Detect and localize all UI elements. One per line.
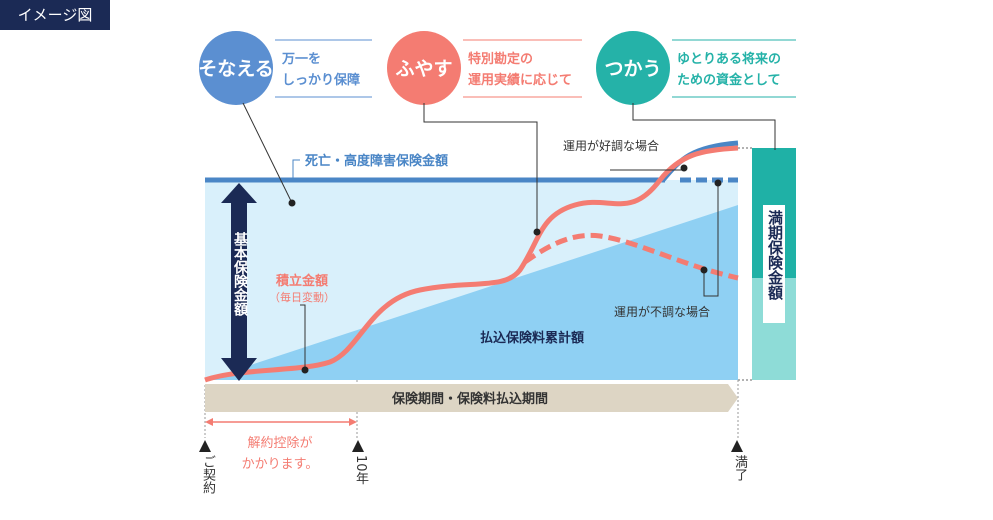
leader-reserve-dot xyxy=(301,366,309,374)
leader-reserve xyxy=(300,304,306,372)
reserve-label: 積立金額 xyxy=(275,273,328,289)
leader-good-dot xyxy=(680,164,688,172)
leader-sonaeru xyxy=(242,102,293,204)
reserve-note: （毎日変動） xyxy=(269,290,335,304)
timeline-marker-10y xyxy=(352,440,364,452)
pillar-circle-fuyasu xyxy=(387,31,461,105)
leader-poor xyxy=(703,183,719,297)
timeline-10y: 10年 xyxy=(353,455,368,485)
pillar-desc-2a: 特別勘定の xyxy=(468,51,533,67)
timeline-marker-contract xyxy=(199,440,211,452)
maturity-label-box xyxy=(763,205,785,323)
premium-total-label: 払込保険料累計額 xyxy=(480,330,584,346)
image-tag: イメージ図 xyxy=(0,0,110,30)
pillar-desc-1b: しっかり保障 xyxy=(282,72,360,88)
pillar-desc-3b: ための資金として xyxy=(677,72,781,88)
pillar-circle-sonaeru xyxy=(199,31,273,105)
basic-amount-arrow-bottom xyxy=(221,358,257,381)
period-bar xyxy=(205,384,738,412)
reserve-line-poor xyxy=(523,232,739,281)
reserve-line-good xyxy=(204,145,739,383)
leader-poor-dot-b xyxy=(700,266,708,274)
basic-amount-arrow-body xyxy=(231,200,247,360)
leader-poor-dot-a xyxy=(714,179,722,187)
timeline-marker-end xyxy=(731,440,743,452)
pillar-title-fuyasu: ふやす xyxy=(395,58,452,80)
premium-area xyxy=(205,205,738,380)
good-label: 運用が好調な場合 xyxy=(563,138,659,153)
poor-label: 運用が不調な場合 xyxy=(614,304,710,319)
basic-amount-arrow-top xyxy=(221,183,257,203)
surrender-label-1: 解約控除が xyxy=(247,436,312,451)
surrender-arrow-left xyxy=(205,418,213,426)
pillar-circle-tsukau xyxy=(596,31,670,105)
timeline-contract: ご契約 xyxy=(200,455,215,494)
pillar-title-tsukau: つかう xyxy=(604,58,661,80)
leader-sonaeru-dot xyxy=(288,199,296,207)
pillar-desc-1a: 万一を xyxy=(281,52,321,67)
period-label: 保険期間・保険料払込期間 xyxy=(391,391,548,407)
pillar-title-sonaeru: そなえる xyxy=(198,58,273,80)
surrender-label-2: かかります。 xyxy=(242,457,319,472)
leader-fuyasu xyxy=(423,103,538,232)
leader-tsukau xyxy=(632,103,776,150)
timeline-end: 満了 xyxy=(732,455,747,481)
pillar-desc-3a: ゆとりある将来の xyxy=(677,51,781,67)
death-benefit-label: 死亡・高度障害保険金額 xyxy=(305,153,448,169)
basic-amount-label: 基本保険金額 xyxy=(232,232,248,316)
pillar-desc-2b: 運用実績に応じて xyxy=(468,72,572,88)
surrender-arrow-right xyxy=(349,418,357,426)
leader-fuyasu-dot xyxy=(533,228,541,236)
maturity-benefit-label: 満期保険金額 xyxy=(766,210,784,300)
leader-death xyxy=(292,159,300,180)
